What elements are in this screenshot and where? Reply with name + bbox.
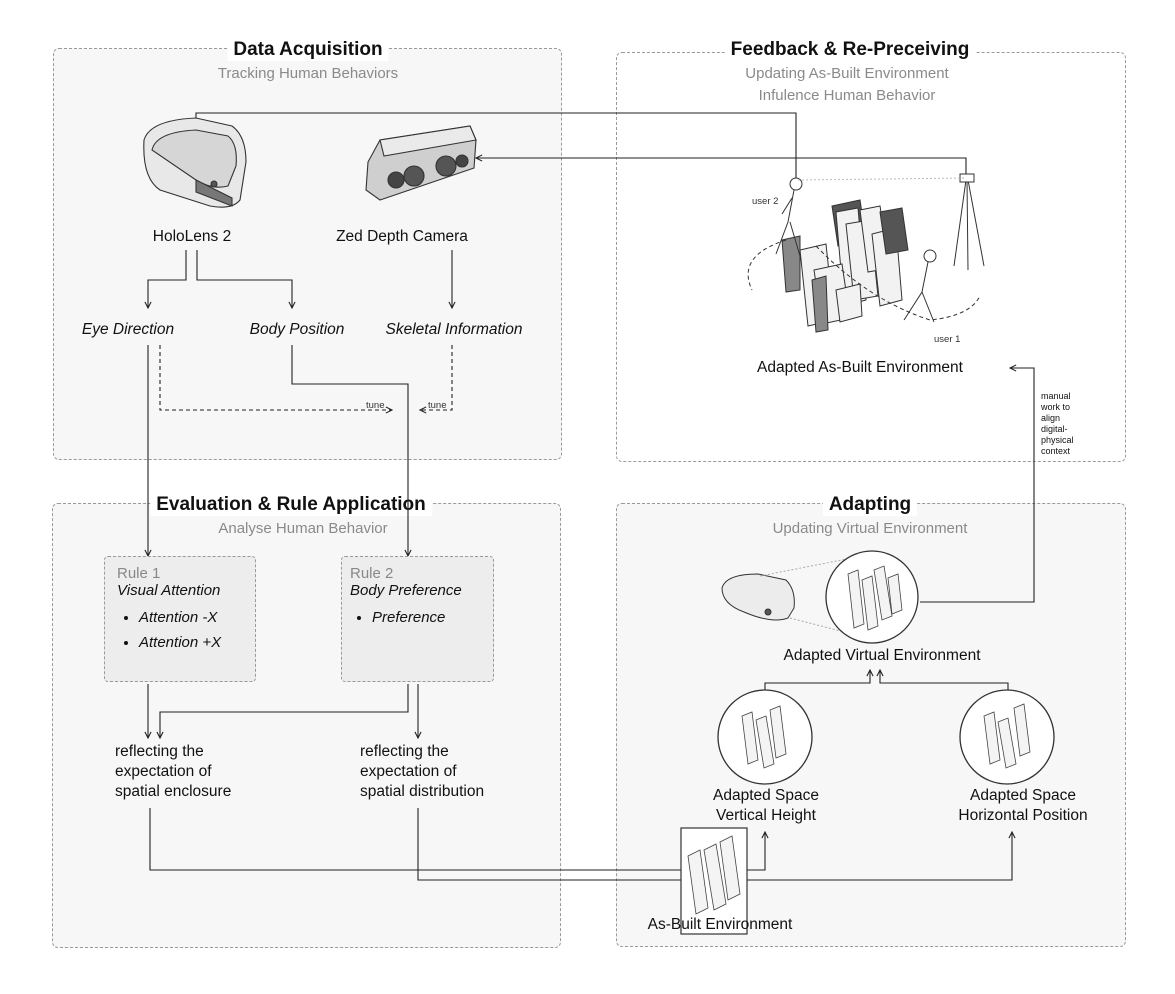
rule-2-list: Preference bbox=[350, 609, 493, 626]
rule-2-name: Body Preference bbox=[350, 582, 462, 599]
manual-note-line: work to bbox=[1041, 402, 1071, 412]
adapting-title: Adapting bbox=[822, 494, 918, 516]
rule-2-item: Preference bbox=[372, 609, 493, 626]
rule-1-number: Rule 1 bbox=[117, 565, 161, 582]
adapted-virtual-environment-label: Adapted Virtual Environment bbox=[783, 647, 981, 664]
adapted-as-built-label: Adapted As-Built Environment bbox=[757, 359, 963, 376]
block-wall-icons bbox=[687, 565, 1031, 915]
zed-camera-illustration bbox=[365, 125, 477, 201]
feedback-subtitle-2: Infulence Human Behavior bbox=[758, 87, 936, 104]
manual-work-note: manual work to align digital- physical c… bbox=[1041, 391, 1074, 457]
outcome-distribution: reflecting the expectation of spatial di… bbox=[360, 742, 484, 802]
rule-1-list: Attention -X Attention +X bbox=[117, 609, 255, 651]
outcome-enclosure-line: reflecting the bbox=[115, 743, 204, 760]
rule-1-box: Rule 1 Visual Attention Attention -X Att… bbox=[104, 556, 256, 682]
horizontal-position-label: Adapted Space Horizontal Position bbox=[958, 786, 1087, 826]
feedback-subtitle-1: Updating As-Built Environment bbox=[745, 65, 949, 82]
manual-note-line: context bbox=[1041, 446, 1071, 456]
data-acquisition-title: Data Acquisition bbox=[227, 39, 389, 61]
skeletal-information-label: Skeletal Information bbox=[385, 321, 523, 338]
rule-1-item: Attention +X bbox=[139, 634, 255, 651]
body-position-label: Body Position bbox=[249, 321, 345, 338]
outcome-distribution-line: expectation of bbox=[360, 763, 457, 780]
user-1-label: user 1 bbox=[934, 334, 961, 345]
outcome-distribution-line: spatial distribution bbox=[360, 783, 485, 800]
rule-2-number: Rule 2 bbox=[350, 565, 394, 582]
eye-direction-label: Eye Direction bbox=[81, 321, 175, 338]
feedback-scene-illustration bbox=[747, 173, 985, 333]
evaluation-title: Evaluation & Rule Application bbox=[150, 494, 432, 516]
vertical-height-line: Vertical Height bbox=[716, 807, 816, 824]
horizontal-position-line: Horizontal Position bbox=[958, 807, 1088, 824]
feedback-title: Feedback & Re-Preceiving bbox=[724, 39, 976, 61]
adapting-subtitle: Updating Virtual Environment bbox=[772, 520, 968, 537]
horizontal-position-line: Adapted Space bbox=[969, 787, 1077, 804]
user-2-label: user 2 bbox=[752, 196, 779, 207]
outcome-enclosure-line: spatial enclosure bbox=[115, 783, 232, 800]
data-acquisition-panel bbox=[53, 48, 562, 460]
vertical-height-line: Adapted Space bbox=[712, 787, 820, 804]
manual-note-line: manual bbox=[1041, 391, 1071, 401]
data-acquisition-subtitle: Tracking Human Behaviors bbox=[217, 65, 399, 82]
outcome-distribution-line: reflecting the bbox=[360, 743, 449, 760]
evaluation-subtitle: Analyse Human Behavior bbox=[218, 520, 388, 537]
hololens-illustration bbox=[143, 117, 247, 208]
manual-note-line: digital- bbox=[1041, 424, 1068, 434]
outcome-enclosure: reflecting the expectation of spatial en… bbox=[115, 742, 231, 802]
as-built-environment-label: As-Built Environment bbox=[647, 916, 793, 933]
rule-2-box: Rule 2 Body Preference Preference bbox=[341, 556, 494, 682]
rule-1-name: Visual Attention bbox=[117, 582, 221, 599]
vertical-height-label: Adapted Space Vertical Height bbox=[713, 786, 819, 826]
manual-note-line: align bbox=[1041, 413, 1061, 423]
tune-label-1: tune bbox=[366, 400, 385, 411]
rule-1-item: Attention -X bbox=[139, 609, 255, 626]
outcome-enclosure-line: expectation of bbox=[115, 763, 212, 780]
hololens-label: HoloLens 2 bbox=[152, 228, 232, 245]
zed-camera-label: Zed Depth Camera bbox=[336, 228, 468, 245]
manual-note-line: physical bbox=[1041, 435, 1074, 445]
tune-label-2: tune bbox=[428, 400, 447, 411]
